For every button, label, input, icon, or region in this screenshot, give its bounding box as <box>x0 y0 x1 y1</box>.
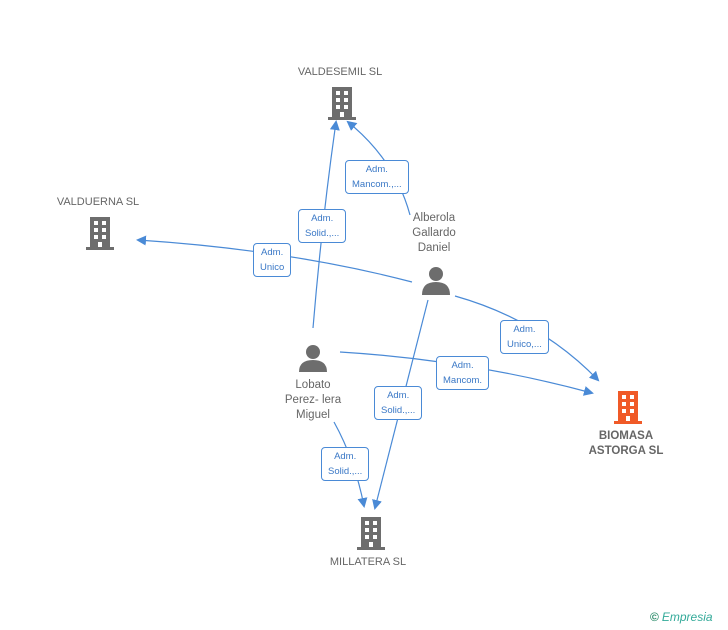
alberola-person-icon <box>422 267 450 295</box>
lobato-label-line-3: Miguel <box>296 409 330 421</box>
edge-label-alberola-valdesemil[interactable]: Adm. Mancom.,... <box>345 160 409 194</box>
edge-label-line-1: Adm. <box>334 451 357 462</box>
edge-label-line-1: Adm. <box>451 360 474 371</box>
alberola-label-line-1: Alberola <box>412 212 456 224</box>
edge-label-line-2: Mancom. <box>443 375 483 386</box>
millatera-label[interactable]: MILLATERA SL <box>329 556 407 568</box>
edge-label-line-2: Solid.,... <box>305 228 340 239</box>
edge-label-alberola-biomasa[interactable]: Adm. Unico,... <box>500 320 549 354</box>
lobato-label-line-2: Perez- lera <box>284 394 342 406</box>
alberola-label[interactable]: Alberola Gallardo Daniel <box>396 211 472 256</box>
biomasa-building-icon <box>614 391 642 424</box>
edge-label-line-1: Adm. <box>387 390 410 401</box>
biomasa-label[interactable]: BIOMASA ASTORGA SL <box>578 429 674 459</box>
lobato-person-icon <box>299 345 327 372</box>
edge-label-lobato-millatera[interactable]: Adm. Solid.,... <box>321 447 370 481</box>
edge-label-line-2: Unico <box>260 262 285 273</box>
valduerna-label[interactable]: VALDUERNA SL <box>56 196 140 208</box>
edge-label-line-1: Adm. <box>311 213 334 224</box>
edge-label-lobato-biomasa[interactable]: Adm. Mancom. <box>436 356 490 390</box>
valdesemil-label[interactable]: VALDESEMIL SL <box>297 66 383 78</box>
alberola-label-line-2: Gallardo <box>412 227 456 239</box>
edge-label-line-1: Adm. <box>261 247 284 258</box>
edge-label-alberola-valduerna[interactable]: Adm. Unico <box>253 243 292 277</box>
lobato-label-line-1: Lobato <box>295 379 331 391</box>
alberola-label-line-3: Daniel <box>417 242 451 254</box>
watermark-text: Empresia <box>661 610 713 624</box>
edge-label-line-2: Solid.,... <box>328 466 363 477</box>
edge-label-line-1: Adm. <box>513 324 536 335</box>
valdesemil-building-icon <box>328 87 356 120</box>
edge-label-line-2: Solid.,... <box>381 405 416 416</box>
edge-label-line-2: Mancom.,... <box>352 179 402 190</box>
edge-label-line-2: Unico,... <box>507 339 542 350</box>
edge-label-lobato-valdesemil[interactable]: Adm. Solid.,... <box>298 209 347 243</box>
edge-label-alberola-millatera[interactable]: Adm. Solid.,... <box>374 386 423 420</box>
valduerna-building-icon <box>86 217 114 250</box>
edge-label-line-1: Adm. <box>365 164 388 175</box>
empresia-watermark: ©Empresia <box>650 610 713 624</box>
millatera-building-icon <box>357 517 385 550</box>
lobato-label[interactable]: Lobato Perez- lera Miguel <box>270 378 356 423</box>
biomasa-label-line-2: ASTORGA SL <box>588 445 664 457</box>
copyright-icon: © <box>650 610 659 624</box>
biomasa-label-line-1: BIOMASA <box>598 430 654 442</box>
